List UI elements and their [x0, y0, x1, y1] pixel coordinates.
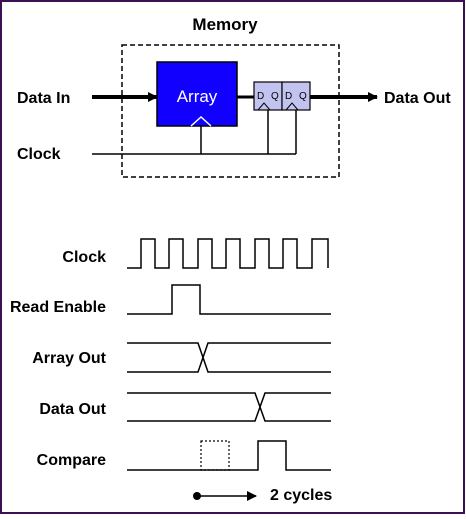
clock-label: Clock [17, 146, 61, 163]
array-label: Array [177, 87, 218, 106]
data-out-waveform [127, 392, 331, 422]
memory-title: Memory [192, 15, 258, 34]
ff1-q-label: Q [271, 91, 279, 102]
memory-boundary [121, 44, 340, 178]
ff2-q-label: Q [299, 91, 307, 102]
array-out-waveform [127, 342, 331, 373]
legend-label: 2 cycles [270, 487, 332, 504]
array-block [156, 61, 238, 127]
array-clock-triangle [190, 115, 212, 127]
timing-label-array-out: Array Out [32, 350, 106, 367]
timing-label-compare: Compare [37, 452, 106, 469]
ff2-d-label: D [285, 91, 292, 102]
ff1-clock-triangle [257, 102, 271, 111]
data-out-label: Data Out [384, 90, 451, 107]
read-enable-waveform [127, 284, 331, 315]
clock-waveform [127, 238, 329, 269]
timing-label-clock: Clock [62, 249, 106, 266]
ff1-d-label: D [257, 91, 264, 102]
timing-label-read-enable: Read Enable [10, 299, 106, 316]
timing-label-data-out: Data Out [39, 401, 106, 418]
data-in-label: Data In [17, 90, 70, 107]
compare-ghost-pulse [200, 440, 230, 471]
ff2-clock-triangle [285, 102, 299, 111]
compare-waveform [127, 440, 331, 471]
